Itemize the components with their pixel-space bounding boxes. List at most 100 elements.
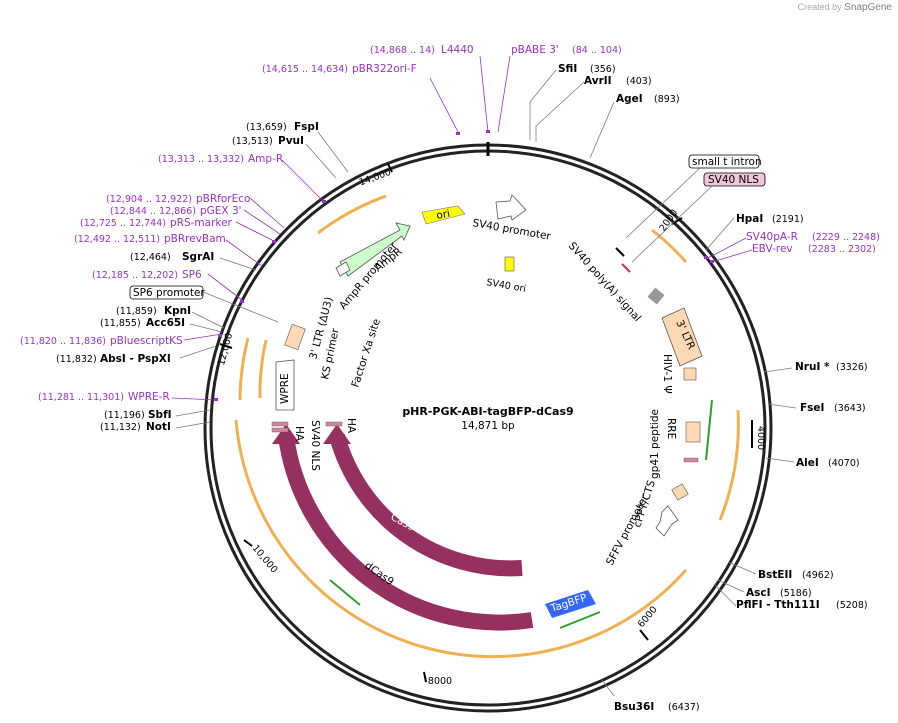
leader-pgex3 bbox=[243, 209, 281, 235]
enzyme-sbfi-pos: (11,196) bbox=[104, 410, 145, 421]
enzyme-bsu36i-pos: (6437) bbox=[668, 702, 700, 713]
primer-mark-pbluescriptks bbox=[218, 334, 222, 337]
label-rre: RRE bbox=[665, 418, 677, 439]
leader-pbrforeco bbox=[249, 197, 285, 229]
primer-pbrforeco-pos: (12,904 .. 12,922) bbox=[106, 194, 192, 205]
primer-mark-amp-r bbox=[322, 200, 326, 203]
enzyme-asci: AscI bbox=[746, 587, 771, 599]
label-sp6-promoter: SP6 promoter bbox=[133, 287, 205, 299]
enzyme-hpai-pos: (2191) bbox=[772, 214, 804, 225]
label-ori: ori bbox=[435, 208, 451, 222]
primer-pbabe-3-pos: (84 .. 104) bbox=[572, 45, 622, 56]
enzyme-kpni: KpnI bbox=[164, 305, 191, 317]
small-t-intron-leader bbox=[625, 167, 701, 239]
leader-prs-marker bbox=[235, 221, 273, 241]
enzymes-left: FspI (13,659) PvuI (13,513) SgrAI (12,46… bbox=[56, 121, 349, 433]
enzyme-kpni-pos: (11,859) bbox=[116, 306, 157, 317]
enzyme-hpai: HpaI bbox=[736, 213, 763, 225]
sv40-ori-box bbox=[504, 256, 515, 272]
tick-12000-mark bbox=[219, 343, 233, 349]
orf-arc-right-2 bbox=[718, 409, 740, 521]
enzyme-noti: NotI bbox=[146, 421, 171, 433]
primer-pbluescriptks-pos: (11,820 .. 11,836) bbox=[20, 336, 106, 347]
ltr-3prime-box bbox=[661, 307, 703, 367]
enzyme-sfii-pos: (356) bbox=[590, 64, 616, 75]
leader-acc65i bbox=[189, 323, 223, 333]
tick-10000: 10,000 bbox=[250, 543, 280, 576]
cppt-box bbox=[671, 483, 689, 501]
primer-pbr322ori-pos: (14,615 .. 14,634) bbox=[262, 64, 348, 75]
primer-ebv-rev: EBV-rev bbox=[752, 243, 793, 255]
enzyme-absi-pspxi: AbsI - PspXI bbox=[100, 353, 171, 365]
enzyme-fsei: FseI bbox=[800, 402, 824, 414]
enzyme-asci-pos: (5186) bbox=[780, 588, 812, 599]
leader-wpre-r bbox=[171, 397, 217, 401]
orf-arc-left-2 bbox=[258, 339, 268, 399]
leader-ebv-rev bbox=[711, 249, 753, 263]
leader-alei bbox=[765, 457, 795, 463]
primers-left: L4440 (14,868 .. 14) pBR322ori-F (14,615… bbox=[20, 44, 489, 403]
enzyme-alei-pos: (4070) bbox=[828, 458, 860, 469]
sffv-promoter-arrow bbox=[655, 505, 679, 537]
label-sv40-promoter: SV40 promoter bbox=[471, 217, 552, 243]
tagbfp-arrow bbox=[545, 590, 596, 618]
gp41-box bbox=[683, 457, 699, 463]
label-ha-1: HA bbox=[293, 426, 305, 442]
primer-mark-wpre-r bbox=[214, 398, 218, 401]
primer-prs-marker-pos: (12,725 .. 12,744) bbox=[80, 218, 166, 229]
enzyme-noti-pos: (11,132) bbox=[100, 422, 141, 433]
enzyme-alei: AleI bbox=[796, 457, 819, 469]
leader-sp6 bbox=[207, 273, 243, 301]
primer-mark-pbr bbox=[272, 240, 276, 243]
enzyme-fsei-pos: (3643) bbox=[834, 403, 866, 414]
primer-l4440-pos: (14,868 .. 14) bbox=[370, 45, 435, 56]
primer-wpre-r-pos: (11,281 .. 11,301) bbox=[38, 392, 124, 403]
ori-arrow bbox=[421, 205, 466, 225]
rre-box bbox=[685, 421, 701, 443]
orf-arrow-green-3 bbox=[559, 611, 601, 629]
label-gp41: gp41 peptide bbox=[649, 409, 661, 479]
primer-marks bbox=[214, 130, 714, 401]
enzyme-nrui-pos: (3326) bbox=[836, 362, 868, 373]
ampr-promoter-arrow bbox=[335, 261, 351, 277]
label-sffv: SFFV promoter bbox=[604, 492, 652, 567]
leader-sgrai bbox=[219, 257, 257, 271]
primer-pbrrevbam: pBRrevBam bbox=[164, 233, 226, 245]
leader-fspi bbox=[317, 131, 349, 173]
primer-prs-marker: pRS-marker bbox=[170, 217, 233, 229]
ha-box-1 bbox=[271, 427, 289, 433]
leader-sfii bbox=[529, 69, 557, 140]
enzyme-acc65i: Acc65I bbox=[146, 317, 185, 329]
tick-6000: 6000 bbox=[636, 604, 660, 630]
plasmid-name: pHR-PGK-ABI-tagBFP-dCas9 bbox=[402, 405, 573, 418]
leader-pflfi bbox=[713, 583, 737, 607]
label-sv40-nls: SV40 NLS bbox=[708, 174, 759, 186]
leader-hpai bbox=[705, 217, 735, 251]
leader-asci bbox=[717, 579, 745, 593]
enzyme-agei: AgeI bbox=[616, 93, 643, 105]
ampr-arrow bbox=[339, 222, 411, 277]
tick-10000-mark bbox=[243, 539, 253, 547]
enzyme-avrii-pos: (403) bbox=[626, 76, 652, 87]
wpre-box bbox=[275, 359, 295, 411]
enzyme-pflfi-pos: (5208) bbox=[836, 600, 868, 611]
label-small-t-intron: small t intron bbox=[692, 156, 762, 168]
enzyme-bsteii: BstEII bbox=[758, 569, 792, 581]
primer-pbrforeco: pBRforEco bbox=[196, 193, 250, 205]
enzymes-right: SfiI (356) AvrII (403) AgeI (893) HpaI (… bbox=[529, 63, 868, 713]
label-sv40nls-inner: SV40 NLS bbox=[309, 420, 321, 471]
label-sv40-polya: SV40 poly(A) signal bbox=[566, 240, 644, 324]
enzyme-avrii: AvrII bbox=[584, 75, 612, 87]
leader-sbfi bbox=[175, 409, 211, 417]
leader-bsu36i bbox=[601, 679, 615, 697]
primer-sp6: SP6 bbox=[182, 269, 202, 281]
primer-wpre-r: WPRE-R bbox=[128, 391, 170, 403]
tick-8000: 8000 bbox=[428, 676, 452, 687]
leader-pbabe3 bbox=[497, 55, 511, 133]
primer-mark-l4440 bbox=[486, 130, 490, 133]
ha-box-2 bbox=[325, 421, 343, 427]
primer-amp-r-pos: (13,313 .. 13,332) bbox=[158, 154, 244, 165]
dcas9-head bbox=[272, 424, 300, 444]
leader-sv40pa-r bbox=[707, 237, 747, 259]
leader-pvui bbox=[305, 143, 337, 179]
